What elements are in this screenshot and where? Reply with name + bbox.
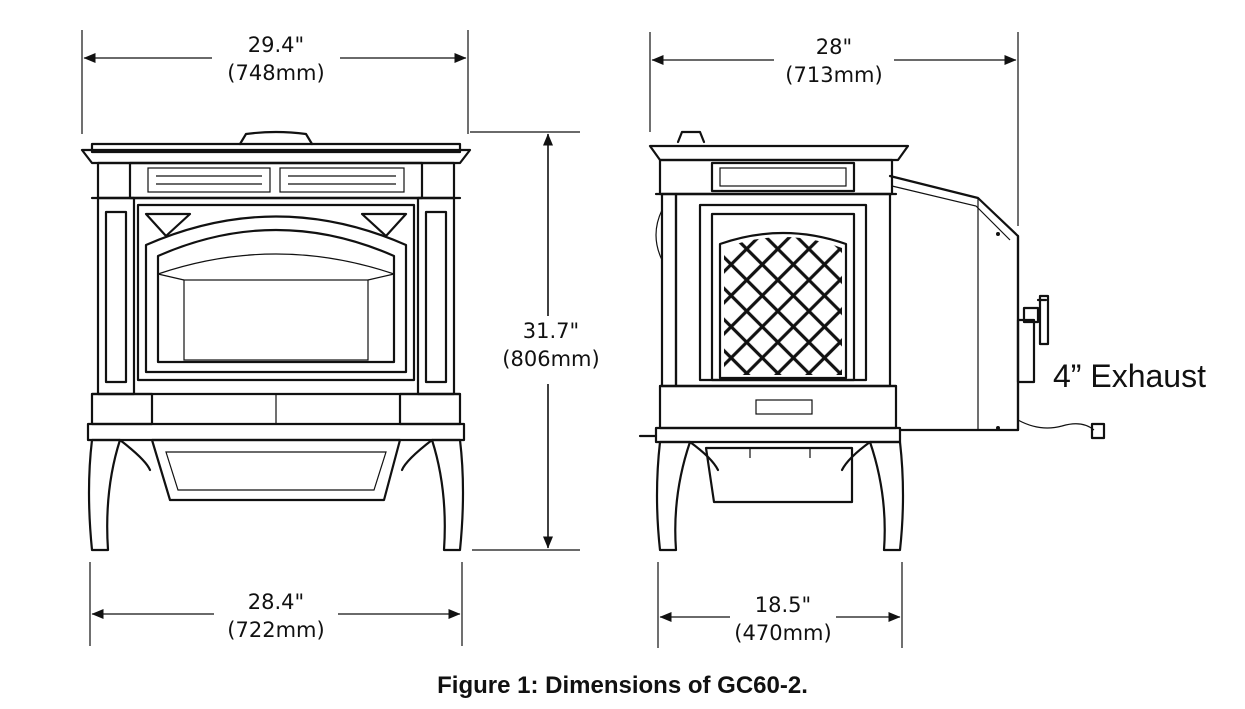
height-metric: (806mm)	[502, 347, 599, 371]
dimension-lines	[81, 30, 1019, 648]
exhaust-label: 4” Exhaust	[1053, 358, 1206, 394]
front-top-width-metric: (748mm)	[227, 61, 324, 85]
front-top-width-imperial: 29.4"	[248, 33, 304, 57]
side-top-depth-imperial: 28"	[816, 35, 852, 59]
side-bottom-depth-imperial: 18.5"	[755, 593, 811, 617]
front-bottom-width-imperial: 28.4"	[248, 590, 304, 614]
side-view-stove	[638, 130, 1106, 552]
figure-caption: Figure 1: Dimensions of GC60-2.	[437, 672, 808, 699]
side-bottom-depth-metric: (470mm)	[734, 621, 831, 645]
front-bottom-width-metric: (722mm)	[227, 618, 324, 642]
height-imperial: 31.7"	[523, 319, 579, 343]
front-view-stove	[80, 130, 472, 552]
side-top-depth-metric: (713mm)	[785, 63, 882, 87]
